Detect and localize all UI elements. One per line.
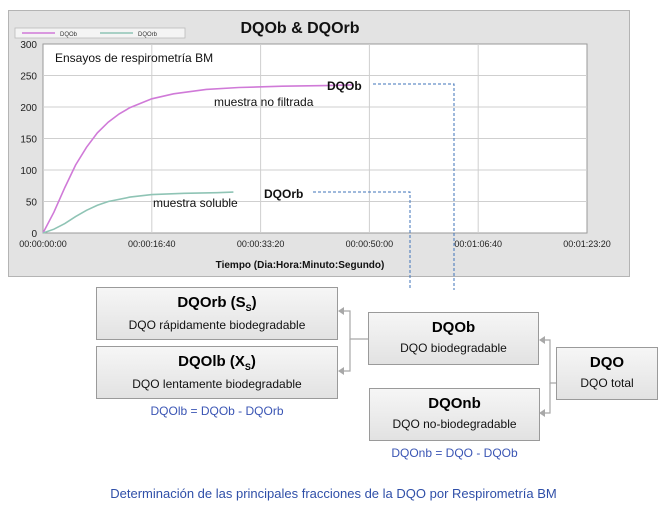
y-tick-label: 150 [20, 135, 37, 146]
legend: DQOb DQOrb [14, 27, 186, 39]
bracket-dqob-children [343, 310, 368, 340]
box-dqorb-desc: DQO rápidamente biodegradable [128, 318, 306, 332]
respirometry-chart: 0 50 100 150 200 250 300 00:00:00:00 00:00:16:40… [14, 20, 611, 290]
series-line-dqob [42, 84, 354, 234]
box-dqob-title: DQOb [431, 319, 476, 336]
box-dqonb: DQOnb DQO no-biodegradable [369, 388, 540, 441]
box-dqorb-title: DQOrb (SS) [177, 294, 257, 313]
box-dqob-desc: DQO biodegradable [400, 341, 507, 355]
box-dqo-title: DQO [589, 354, 625, 371]
box-dqorb: DQOrb (SS) DQO rápidamente biodegradable [96, 287, 338, 340]
y-tick-label: 0 [31, 229, 37, 240]
annotation-dqob: DQOb [327, 79, 362, 93]
box-dqo-desc: DQO total [580, 376, 634, 390]
y-tick-label: 250 [20, 72, 37, 83]
connector-dqob-to-box [373, 83, 455, 290]
chart-title: DQOb & DQOrb [240, 20, 359, 37]
chart-subtitle: Ensayos de respirometría BM [55, 51, 213, 65]
x-axis-label: Tiempo (Dia:Hora:Minuto:Segundo) [216, 260, 385, 271]
equation-dqolb: DQOlb = DQOb - DQOrb [150, 404, 284, 418]
annotation-no-filtrada: muestra no filtrada [214, 95, 314, 109]
x-tick-label: 00:00:16:40 [128, 239, 176, 249]
equation-dqonb: DQOnb = DQO - DQOb [391, 446, 518, 460]
y-tick-label: 200 [20, 103, 37, 114]
x-tick-label: 00:01:23:20 [563, 239, 611, 249]
box-dqolb: DQOlb (XS) DQO lentamente biodegradable [96, 346, 338, 399]
box-dqolb-desc: DQO lentamente biodegradable [132, 377, 302, 391]
x-tick-label: 00:00:50:00 [346, 239, 394, 249]
box-dqo: DQO DQO total [556, 347, 658, 400]
figure-caption: Determinación de las principales fraccio… [110, 486, 557, 501]
bracket-dqob-children-lower [343, 339, 351, 372]
box-dqolb-title: DQOlb (XS) [178, 353, 256, 372]
annotation-soluble: muestra soluble [153, 196, 238, 210]
annotation-dqorb: DQOrb [264, 187, 303, 201]
grid-layer [43, 44, 587, 233]
series-line-dqorb [42, 191, 234, 234]
series-layer [42, 84, 354, 234]
bracket-dqo-children-lower [544, 383, 551, 414]
y-tick-label: 300 [20, 40, 37, 51]
box-dqob: DQOb DQO biodegradable [368, 312, 539, 365]
box-dqonb-desc: DQO no-biodegradable [392, 417, 517, 431]
x-tick-label: 00:01:06:40 [454, 239, 502, 249]
y-tick-label: 50 [26, 198, 38, 209]
connector-dqorb-to-box [313, 191, 411, 290]
box-dqonb-title: DQOnb [428, 395, 481, 412]
bracket-dqo-children [544, 339, 556, 384]
y-tick-label: 100 [20, 166, 37, 177]
x-tick-label: 00:00:00:00 [19, 239, 67, 249]
legend-label-dqorb: DQOrb [138, 32, 158, 38]
legend-label-dqob: DQOb [60, 32, 78, 38]
x-tick-label: 00:00:33:20 [237, 239, 285, 249]
tick-layer: 0 50 100 150 200 250 300 00:00:00:00 00:00:16:40… [19, 40, 611, 249]
